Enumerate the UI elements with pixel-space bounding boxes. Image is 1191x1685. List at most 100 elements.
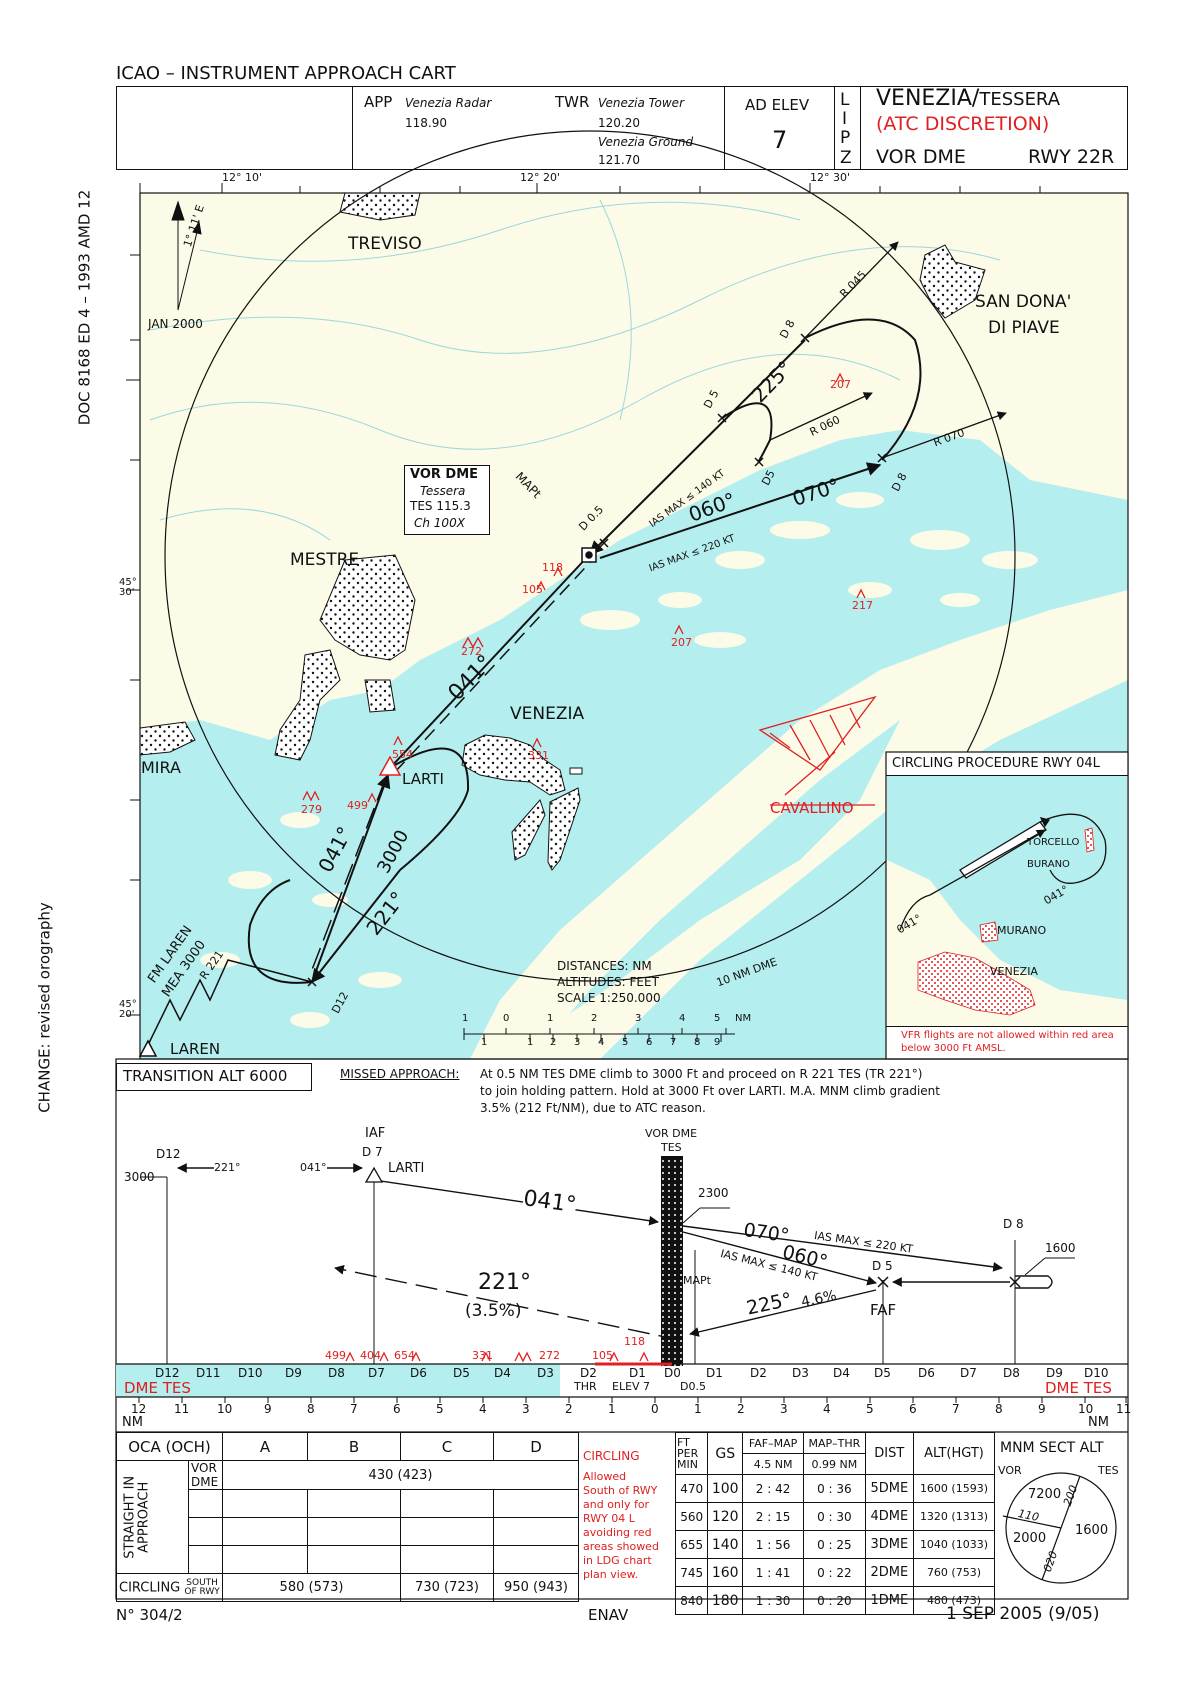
lagoon-islands [200,492,1038,1028]
iaf-triangle [364,1166,384,1183]
rates-alt: 1320 (1313) [912,1502,996,1531]
rates-faf-map-time: 2 : 42 [742,1474,805,1503]
obstacle-elevation: 554 [392,748,413,761]
empty-cell [222,1489,308,1518]
dme-mark: D1 [706,1366,723,1380]
empty-cell [222,1545,308,1574]
missed-approach-text: to join holding pattern. Hold at 3000 Ft… [480,1084,940,1098]
rates-row: 470 100 2 : 42 0 : 36 5DME 1600 (1593) [674,1474,996,1503]
longitude-label: 12° 10' [222,171,263,184]
nm-scale: 9 [1038,1402,1046,1416]
airport-name: VENEZIA/TESSERA [876,88,1060,110]
cart-title: ICAO – INSTRUMENT APPROACH CART [116,63,456,84]
twr-name: Venezia Tower [598,96,684,110]
dme-mark: D6 [410,1366,427,1380]
dme-mark: D2 [580,1366,597,1380]
circling-note-line: RWY 04 L [583,1512,635,1525]
airport-main: VENEZIA/ [876,86,980,111]
header-box [116,86,1128,170]
map-thr-distance: 0.99 NM [803,1453,866,1475]
obstacle-elevation: 499 [347,799,368,812]
rates-map-thr-time: 0 : 36 [803,1474,866,1503]
profile-iaf: IAF [365,1126,386,1141]
app-label: APP [364,93,393,111]
profile-alt-1600: 1600 [1045,1241,1076,1255]
dme-mark: D2 [750,1366,767,1380]
island-marker [569,767,583,775]
dme-mark: D9 [1046,1366,1063,1380]
empty-cell [307,1489,401,1518]
dme-mark: D3 [537,1366,554,1380]
ad-elev-value: 7 [772,126,788,154]
mestre-town-west [274,649,341,761]
header-divider [724,86,725,170]
circling-ab-minima: 580 (573) [222,1573,401,1602]
scale-km: 1 [481,1037,488,1048]
obstacle-elevation: 105 [522,583,543,596]
rates-gs: 140 [707,1530,744,1559]
profile-obstacle: 499 [325,1349,346,1362]
obstacle-symbols [302,372,866,803]
vor-box-ident: TES 115.3 [410,499,471,513]
inset-murano: MURANO [997,924,1047,937]
dme-mark: D4 [833,1366,850,1380]
transition-alt: TRANSITION ALT 6000 [123,1067,288,1085]
rates-faf-map-time: 1 : 56 [742,1530,805,1559]
dme-mark: D5 [453,1366,470,1380]
rates-row: 560 120 2 : 15 0 : 30 4DME 1320 (1313) [674,1502,996,1531]
vor-dme-column [661,1156,683,1366]
footer-number: N° 304/2 [116,1606,183,1624]
profile-larti: LARTI [388,1161,425,1176]
icao-letter: I [842,109,848,129]
vor-box-name: Tessera [420,484,466,498]
runway-name: RWY 22R [1028,146,1115,168]
circling-inset-divider [886,775,1128,776]
nm-scale: 11 [1116,1402,1132,1416]
nm-unit-right: NM [1088,1415,1109,1430]
scale-bar [463,1028,735,1042]
d8-cross [1009,1276,1021,1288]
scale-km: 4 [598,1037,605,1048]
dme-mark: D1 [629,1366,646,1380]
profile-guides [140,1176,1016,1364]
nm-scale: 0 [651,1402,659,1416]
profile-d5: D 5 [872,1259,893,1273]
scale-nm: 3 [635,1013,642,1024]
footer-agency: ENAV [588,1606,629,1624]
fpm-line: FT [677,1436,690,1449]
procedure-name: VOR DME [876,146,966,168]
vor-dme-box [404,465,490,535]
inset-torcello: TORCELLO [1027,837,1080,848]
inset-vfr-note: VFR flights are not allowed within red a… [901,1030,1114,1054]
restricted-area [758,695,877,806]
oca-header: OCA (OCH) [116,1432,223,1461]
profile-alt-3000: 3000 [124,1170,155,1184]
south-rwy-line: OF RWY [184,1586,220,1597]
scale-nm: 5 [714,1013,721,1024]
empty-cell [188,1545,223,1574]
town-mestre: MESTRE [290,550,360,570]
nm-scale: 5 [436,1402,444,1416]
rates-fpm: 470 [674,1474,709,1503]
twr-frequency: 120.20 [598,116,640,130]
missed-approach-text: 3.5% (212 Ft/NM), due to ATC reason. [480,1101,706,1115]
nm-scale: 5 [866,1402,874,1416]
nm-scale: 10 [1078,1402,1094,1416]
icao-letter: P [840,128,851,148]
category-a: A [222,1432,308,1461]
longitude-label: 12° 20' [520,171,561,184]
nm-scale: 2 [565,1402,573,1416]
circling-note-line: in LDG chart [583,1554,652,1567]
nm-scale: 10 [217,1402,233,1416]
latitude-label: 45° 30' [119,577,137,598]
scale-km: 7 [670,1037,677,1048]
profile-obstacle: 331 [472,1349,493,1362]
icao-letter: Z [840,148,852,168]
rates-fpm: 560 [674,1502,709,1531]
scale-nm: 0 [503,1013,510,1024]
obstacle-elevation: 272 [461,645,482,658]
profile-obstacle: 118 [624,1335,645,1348]
empty-cell [188,1489,223,1518]
gs-header: GS [707,1432,744,1475]
